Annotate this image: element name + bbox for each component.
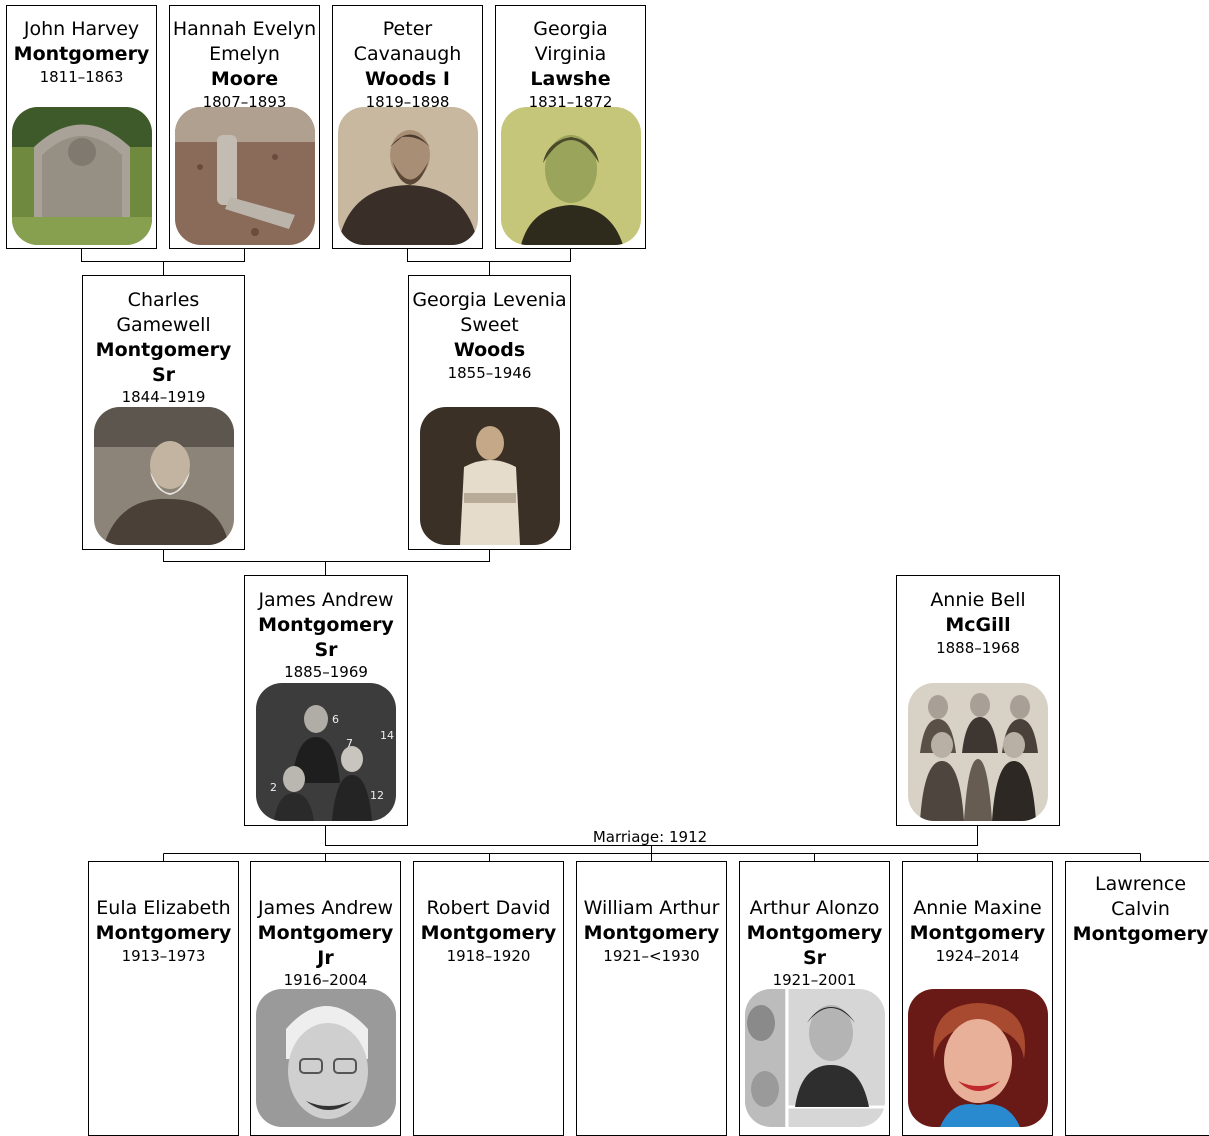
life-dates: 1916–2004 xyxy=(283,971,368,989)
elderly-man-portrait xyxy=(93,407,234,545)
person-card-hannah-evelyn[interactable]: Hannah Evelyn Emelyn Moore 1807–1893 xyxy=(169,5,320,249)
given-name: Georgia Virginia xyxy=(533,18,608,65)
surname: Montgomery xyxy=(257,922,394,944)
name-suffix: Sr xyxy=(802,947,827,969)
person-card-lawrence-calvin[interactable]: Lawrence Calvin Montgomery xyxy=(1065,861,1209,1136)
surname: McGill xyxy=(945,614,1011,636)
life-dates: 1921–2001 xyxy=(772,971,857,989)
person-card-james-andrew-jr[interactable]: James Andrew Montgomery Jr 1916–2004 xyxy=(250,861,401,1136)
life-dates: 1885–1969 xyxy=(284,663,368,681)
given-name: Charles Gamewell xyxy=(116,289,211,336)
surname: Woods I xyxy=(365,68,450,90)
surname: Montgomery xyxy=(1072,923,1209,945)
given-name: John Harvey xyxy=(23,18,140,40)
life-dates: 1888–1968 xyxy=(936,639,1020,657)
name-suffix: Jr xyxy=(317,947,334,969)
given-name: Arthur Alonzo xyxy=(749,897,880,919)
person-card-peter-cavanaugh[interactable]: Peter Cavanaugh Woods I 1819–1898 xyxy=(332,5,483,249)
surname: Montgomery xyxy=(13,43,150,65)
group-portrait xyxy=(908,683,1048,821)
person-card-annie-bell[interactable]: Annie Bell McGill 1888–1968 xyxy=(896,575,1060,826)
person-card-georgia-virginia[interactable]: Georgia Virginia Lawshe 1831–1872 xyxy=(495,5,646,249)
given-name: Annie Bell xyxy=(930,589,1026,611)
gravestone-photo xyxy=(11,107,152,245)
surname: Moore xyxy=(210,68,279,90)
person-card-eula-elizabeth[interactable]: Eula Elizabeth Montgomery 1913–1973 xyxy=(88,861,239,1136)
name-suffix: Sr xyxy=(151,364,176,386)
connector-children xyxy=(163,845,1141,862)
photo-number-label: 6 xyxy=(332,713,339,726)
given-name: Georgia Levenia Sweet xyxy=(412,289,567,336)
person-card-robert-david[interactable]: Robert David Montgomery 1918–1920 xyxy=(413,861,564,1136)
life-dates: 1831–1872 xyxy=(528,93,613,111)
surname: Montgomery xyxy=(95,339,232,361)
photo-number-label: 7 xyxy=(346,737,353,750)
photo-number-label: 2 xyxy=(270,781,277,794)
surname: Montgomery xyxy=(420,922,557,944)
person-card-annie-maxine[interactable]: Annie Maxine Montgomery 1924–2014 xyxy=(902,861,1053,1136)
surname: Montgomery xyxy=(258,614,394,636)
photo-number-label: 12 xyxy=(370,789,384,802)
life-dates: 1819–1898 xyxy=(365,93,450,111)
bearded-man-portrait xyxy=(337,107,478,245)
person-card-william-arthur[interactable]: William Arthur Montgomery 1921–<1930 xyxy=(576,861,727,1136)
life-dates: 1807–1893 xyxy=(202,93,287,111)
grave-marker-photo xyxy=(174,107,315,245)
elderly-woman-portrait xyxy=(419,407,560,545)
connector-cgm-glw xyxy=(163,549,490,576)
life-dates: 1913–1973 xyxy=(121,947,206,965)
photo-number-label: 14 xyxy=(380,729,394,742)
life-dates: 1918–1920 xyxy=(446,947,531,965)
given-name: James Andrew xyxy=(257,897,394,919)
name-suffix: Sr xyxy=(314,639,338,661)
connector-jhm-hem xyxy=(81,248,245,276)
life-dates: 1921–<1930 xyxy=(603,947,700,965)
person-card-charles-gamewell[interactable]: Charles Gamewell Montgomery Sr 1844–1919 xyxy=(82,275,245,550)
family-group-photo: 6 7 14 2 12 xyxy=(256,683,396,821)
given-name: Robert David xyxy=(426,897,551,919)
life-dates: 1811–1863 xyxy=(39,68,124,86)
person-card-john-harvey[interactable]: John Harvey Montgomery 1811–1863 xyxy=(6,5,157,249)
given-name: James Andrew xyxy=(258,589,394,611)
surname: Montgomery xyxy=(746,922,883,944)
given-name: Eula Elizabeth xyxy=(96,897,231,919)
surname: Lawshe xyxy=(530,68,611,90)
person-card-james-andrew-sr[interactable]: James Andrew Montgomery Sr 1885–1969 6 7… xyxy=(244,575,408,826)
person-card-georgia-levenia[interactable]: Georgia Levenia Sweet Woods 1855–1946 xyxy=(408,275,571,550)
yearbook-photo xyxy=(744,989,885,1127)
given-name: William Arthur xyxy=(583,897,720,919)
given-name: Lawrence Calvin xyxy=(1094,873,1187,920)
life-dates: 1924–2014 xyxy=(935,947,1020,965)
surname: Montgomery xyxy=(583,922,720,944)
person-card-arthur-alonzo[interactable]: Arthur Alonzo Montgomery Sr 1921–2001 xyxy=(739,861,890,1136)
given-name: Peter Cavanaugh xyxy=(353,18,462,65)
woman-portrait xyxy=(500,107,641,245)
connector-pcw-gvl xyxy=(407,248,571,276)
surname: Woods xyxy=(453,339,526,361)
surname: Montgomery xyxy=(909,922,1046,944)
surname: Montgomery xyxy=(95,922,232,944)
life-dates: 1855–1946 xyxy=(447,364,532,382)
marriage-label: Marriage: 1912 xyxy=(592,828,708,846)
given-name: Hannah Evelyn Emelyn xyxy=(172,18,317,65)
smiling-woman-portrait xyxy=(907,989,1048,1127)
life-dates: 1844–1919 xyxy=(121,388,206,406)
given-name: Annie Maxine xyxy=(913,897,1042,919)
smiling-man-portrait xyxy=(255,989,396,1127)
